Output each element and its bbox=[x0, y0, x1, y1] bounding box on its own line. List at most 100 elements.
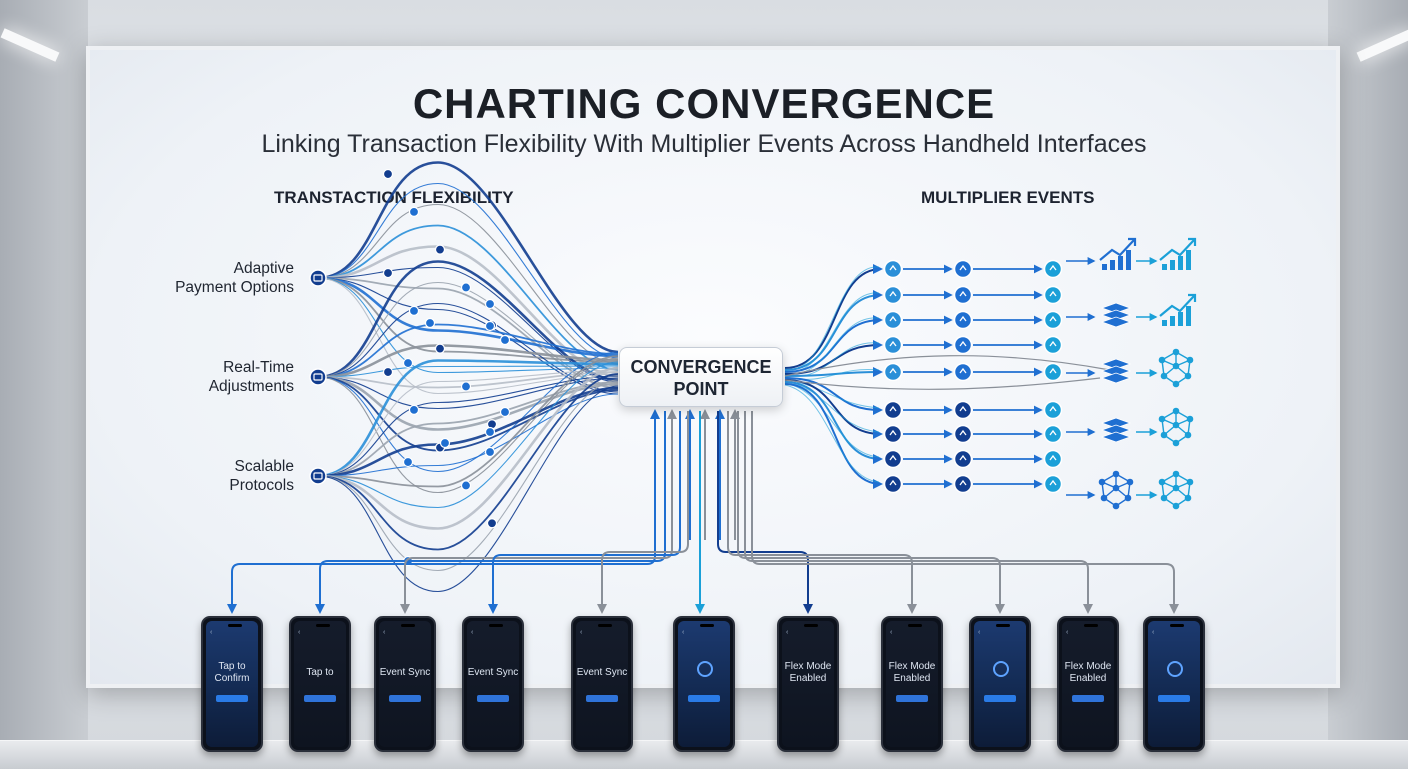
left-flow-line bbox=[317, 375, 619, 431]
node-glyph-icon bbox=[959, 340, 967, 347]
mesh-node bbox=[1172, 380, 1180, 388]
flow-node-dot bbox=[439, 437, 451, 449]
mesh-node bbox=[1172, 484, 1180, 492]
bar-chart-bar bbox=[1178, 312, 1183, 326]
bar-chart-bar bbox=[1170, 260, 1175, 270]
phone-connector-lines bbox=[227, 409, 1179, 614]
left-flow-line bbox=[317, 277, 619, 389]
mesh-node bbox=[1160, 431, 1168, 439]
trend-arrow-head bbox=[1128, 237, 1137, 246]
convergence-point-box: CONVERGENCE POINT bbox=[619, 347, 783, 407]
event-node-icon bbox=[1043, 285, 1063, 305]
node-glyph-icon bbox=[1049, 264, 1057, 271]
event-node-icon bbox=[953, 400, 973, 420]
node-glyph-icon bbox=[889, 367, 897, 374]
phone-action-button[interactable] bbox=[984, 695, 1016, 702]
node-glyph-icon bbox=[1049, 479, 1057, 486]
convergence-line2: POINT bbox=[673, 379, 729, 399]
node-glyph-icon bbox=[959, 405, 967, 412]
event-node-icon bbox=[883, 285, 903, 305]
phone-action-button[interactable] bbox=[586, 695, 618, 702]
room-wall-left bbox=[0, 0, 88, 768]
right-flow-line bbox=[784, 367, 883, 378]
mesh-node bbox=[1186, 415, 1194, 423]
node-glyph-icon bbox=[889, 340, 897, 347]
right-section-heading: MULTIPLIER EVENTS bbox=[921, 188, 1095, 207]
phone-connector-line bbox=[400, 411, 673, 614]
back-chevron-icon[interactable]: ‹ bbox=[298, 629, 301, 636]
event-node-icon bbox=[1043, 362, 1063, 382]
event-node-icon bbox=[883, 335, 903, 355]
back-chevron-icon[interactable]: ‹ bbox=[210, 629, 213, 636]
event-node-icon bbox=[1043, 259, 1063, 279]
phone-screen: ‹ bbox=[974, 621, 1026, 747]
phone-text-line2: Enabled bbox=[789, 673, 827, 684]
phone-action-button[interactable] bbox=[896, 695, 928, 702]
phone-notch bbox=[598, 624, 612, 627]
right-flow-line bbox=[784, 266, 880, 370]
handheld-phone: ‹ bbox=[969, 616, 1031, 752]
left-flow-line bbox=[317, 351, 619, 473]
sync-ring-icon bbox=[697, 661, 713, 677]
node-glyph-icon bbox=[959, 479, 967, 486]
phone-action-button[interactable] bbox=[477, 695, 509, 702]
mesh-node bbox=[1172, 470, 1180, 478]
left-flow-line bbox=[317, 355, 619, 488]
phone-action-button[interactable] bbox=[688, 695, 720, 702]
phone-action-button[interactable] bbox=[389, 695, 421, 702]
stack-layer bbox=[1100, 431, 1132, 443]
back-chevron-icon[interactable]: ‹ bbox=[682, 629, 685, 636]
node-glyph-icon bbox=[889, 264, 897, 271]
mesh-node bbox=[1158, 415, 1166, 423]
phone-text-line2: Confirm bbox=[214, 673, 250, 684]
phone-action-button[interactable] bbox=[1158, 695, 1190, 702]
bar-chart-bar bbox=[1186, 306, 1191, 326]
event-node-icon bbox=[1043, 424, 1063, 444]
event-node-icon bbox=[953, 474, 973, 494]
back-chevron-icon[interactable]: ‹ bbox=[471, 629, 474, 636]
network-mesh-icon bbox=[1158, 407, 1194, 447]
phone-notch bbox=[228, 624, 242, 627]
left-flow-line bbox=[317, 385, 619, 593]
bar-chart-bar bbox=[1170, 316, 1175, 326]
back-chevron-icon[interactable]: ‹ bbox=[383, 629, 386, 636]
bar-chart-bar bbox=[1162, 264, 1167, 270]
phone-connector-line bbox=[751, 411, 1179, 614]
phone-connector-line bbox=[727, 411, 917, 614]
payment-node-icon bbox=[309, 467, 327, 485]
handheld-phone: ‹Event Sync bbox=[374, 616, 436, 752]
phone-screen: ‹Event Sync bbox=[379, 621, 431, 747]
mesh-node bbox=[1126, 478, 1134, 486]
mesh-node bbox=[1184, 494, 1192, 502]
handheld-phone: ‹Event Sync bbox=[462, 616, 524, 752]
back-chevron-icon[interactable]: ‹ bbox=[890, 629, 893, 636]
label-line: Adaptive bbox=[233, 260, 294, 277]
event-node-icon bbox=[1043, 474, 1063, 494]
phone-action-button[interactable] bbox=[216, 695, 248, 702]
event-node-icon bbox=[883, 310, 903, 330]
bar-chart-bar bbox=[1186, 250, 1191, 270]
phone-connector-line bbox=[488, 411, 681, 614]
phone-screen: ‹Tap to bbox=[294, 621, 346, 747]
back-chevron-icon[interactable]: ‹ bbox=[786, 629, 789, 636]
page-subtitle: Linking Transaction Flexibility With Mul… bbox=[261, 130, 1147, 158]
phone-screen: ‹ bbox=[678, 621, 730, 747]
phone-action-button[interactable] bbox=[304, 695, 336, 702]
mesh-node bbox=[1112, 470, 1120, 478]
node-glyph-icon bbox=[1049, 340, 1057, 347]
phone-action-button[interactable] bbox=[792, 695, 824, 702]
event-node-icon bbox=[883, 259, 903, 279]
back-chevron-icon[interactable]: ‹ bbox=[580, 629, 583, 636]
event-node-icon bbox=[883, 424, 903, 444]
trend-arrow-head bbox=[1188, 293, 1197, 302]
mesh-node bbox=[1158, 478, 1166, 486]
back-chevron-icon[interactable]: ‹ bbox=[978, 629, 981, 636]
back-chevron-icon[interactable]: ‹ bbox=[1152, 629, 1155, 636]
label-line: Adjustments bbox=[208, 378, 294, 395]
event-node-icon bbox=[1043, 400, 1063, 420]
phone-action-button[interactable] bbox=[1072, 695, 1104, 702]
back-chevron-icon[interactable]: ‹ bbox=[1066, 629, 1069, 636]
mesh-node bbox=[1100, 494, 1108, 502]
event-node-icon bbox=[953, 310, 973, 330]
